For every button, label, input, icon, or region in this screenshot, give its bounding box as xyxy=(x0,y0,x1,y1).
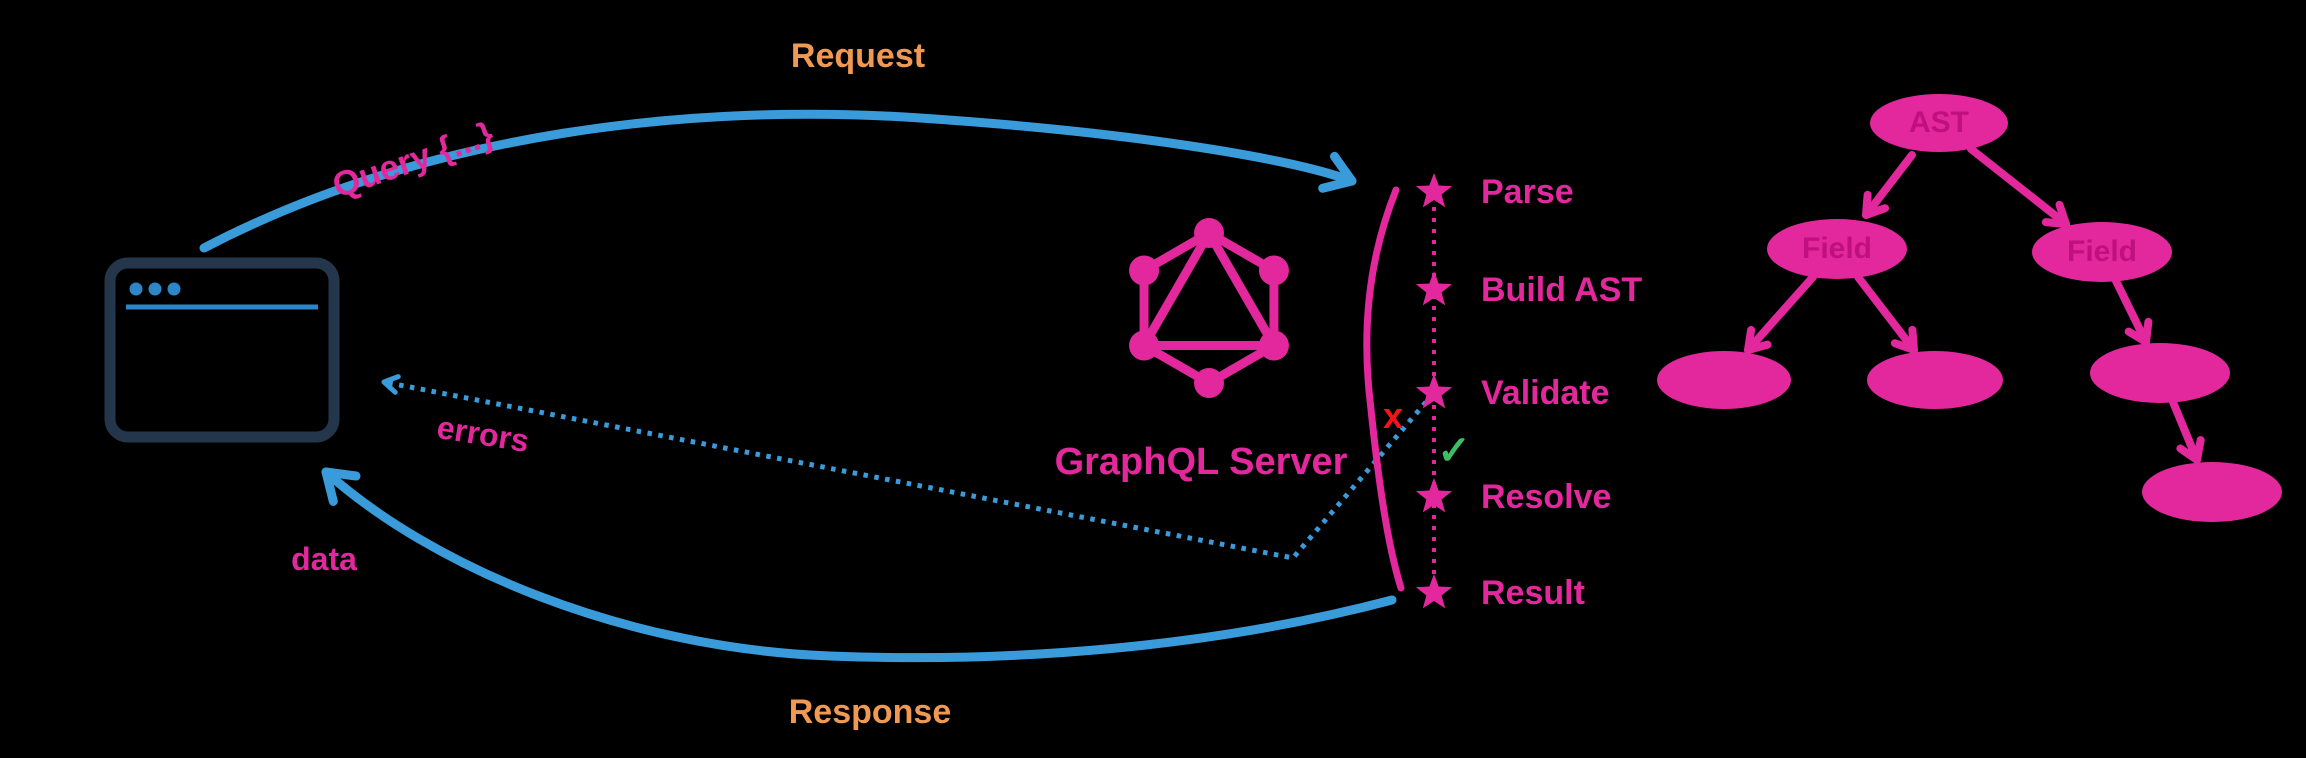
star-icon-build-ast xyxy=(1415,271,1453,306)
pipeline-step-parse: Parse xyxy=(1481,173,1574,211)
data-label: data xyxy=(291,541,357,577)
browser-window-icon xyxy=(104,257,340,443)
tree-node-root xyxy=(1870,94,2008,152)
tree-node-leaf xyxy=(1867,351,2003,409)
ast-field-left-node-label: Field xyxy=(1801,232,1873,265)
response-label: Response xyxy=(788,693,952,731)
pipeline-step-resolve: Resolve xyxy=(1481,478,1612,516)
tree-node-field-left xyxy=(1767,219,1907,279)
tree-node-leaf xyxy=(2090,343,2230,403)
tree-node-field-right xyxy=(2032,222,2172,282)
star-icon-parse xyxy=(1415,173,1453,208)
validate-fail-x-mark: x xyxy=(1382,395,1404,436)
tree-node-leaf xyxy=(1657,351,1791,409)
browser-window-frame xyxy=(104,257,340,443)
star-icon-result xyxy=(1415,574,1453,609)
pipeline-step-result: Result xyxy=(1481,574,1585,612)
pipeline-step-validate: Validate xyxy=(1481,374,1610,412)
response-arrow xyxy=(321,467,1397,663)
tree-node-leaf xyxy=(2142,462,2282,522)
graphql-server-label: GraphQL Server xyxy=(1054,441,1348,483)
tree-edge xyxy=(1744,273,1817,354)
pipeline-bracket-curve xyxy=(1363,186,1405,592)
request-label: Request xyxy=(790,37,926,75)
ast-root-node-label: AST xyxy=(1909,106,1969,139)
tree-edge xyxy=(2169,398,2205,464)
ast-field-right-node-label: Field xyxy=(2066,235,2138,268)
star-icon-validate xyxy=(1415,374,1453,409)
tree-edge xyxy=(1854,273,1918,354)
window-dots-icon xyxy=(129,282,181,296)
ast-tree xyxy=(1657,94,2282,522)
pipeline-step-build-ast: Build AST xyxy=(1481,271,1643,309)
tree-edge xyxy=(2112,277,2153,346)
graphql-logo-icon xyxy=(1129,218,1289,398)
errors-dotted-arrow xyxy=(381,374,1428,561)
tree-edge xyxy=(1967,145,2070,228)
validate-pass-check-mark: ✓ xyxy=(1437,429,1471,473)
tree-edge xyxy=(1862,151,1916,219)
request-arrow xyxy=(199,109,1357,253)
